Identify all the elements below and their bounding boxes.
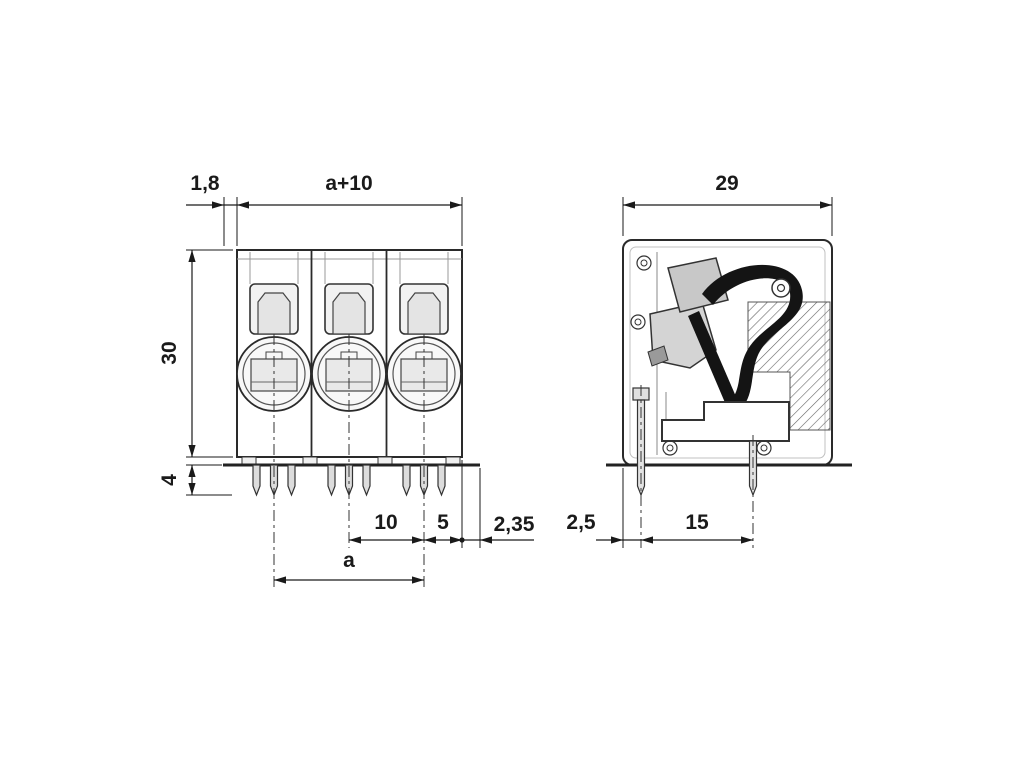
dim-label-pitch: 10 [374, 511, 397, 534]
lever-tab [647, 345, 669, 367]
dim-arrow [188, 445, 196, 457]
solder-pin [327, 464, 336, 497]
dim-label-offset-left: 1,8 [190, 172, 220, 195]
boss-circle-inner [666, 444, 674, 452]
clamp-spring-leg [688, 311, 737, 405]
dim-arrow [741, 536, 753, 544]
dim-label-pin-offset: 2,5 [566, 511, 596, 534]
dim-arrow [212, 201, 224, 209]
front-housing-outline [236, 249, 463, 458]
solder-pin [362, 464, 371, 497]
dim-label-width-total: a+10 [325, 172, 372, 195]
dim-arrow [450, 536, 462, 544]
dim-label-span: a [343, 549, 355, 572]
boss-circle-inner [640, 259, 648, 267]
side-view [606, 239, 852, 548]
dim-arrow [412, 576, 424, 584]
dim-arrow [274, 576, 286, 584]
pivot-circle-inner [776, 283, 786, 293]
dim-arrow [188, 465, 196, 477]
dim-arrow [237, 201, 249, 209]
boss-circle-inner [634, 318, 642, 326]
dim-label-height: 30 [158, 341, 181, 364]
busbar [661, 401, 790, 442]
dim-arrow [641, 536, 653, 544]
pole-3 [386, 252, 462, 412]
dim-arrow [349, 536, 361, 544]
dim-arrow [188, 483, 196, 495]
clamp-spring [702, 264, 803, 408]
solder-pin [636, 399, 646, 497]
dim-arrow [424, 536, 436, 544]
dim-reference-dot [459, 537, 465, 543]
dim-arrow [480, 536, 492, 544]
dim-arrow [820, 201, 832, 209]
pusher-inner [407, 292, 441, 335]
solder-pin [252, 464, 261, 497]
dim-label-pin-spacing: 15 [685, 511, 709, 534]
dim-label-edge-offset: 2,35 [494, 513, 535, 536]
solder-pin [437, 464, 446, 497]
front-view-dimensions: 1,8 a+10 30 4 10 5 2,35 a [158, 172, 535, 584]
dim-arrow [623, 201, 635, 209]
solder-pin [344, 464, 354, 497]
solder-pin [287, 464, 296, 497]
dim-arrow [188, 250, 196, 262]
dim-label-pin-length: 4 [158, 474, 181, 486]
pusher-inner [332, 292, 366, 335]
dim-label-depth: 29 [715, 172, 738, 195]
dim-arrow [450, 201, 462, 209]
solder-pin [419, 464, 429, 497]
solder-pin [269, 464, 279, 497]
side-view-dimensions: 29 2,5 15 [566, 172, 833, 548]
dim-arrow [611, 536, 623, 544]
dim-arrow [412, 536, 424, 544]
pusher-inner [257, 292, 291, 335]
solder-pin [402, 464, 411, 497]
front-view [223, 249, 480, 588]
dim-label-pitch-half: 5 [437, 511, 449, 534]
boss-circle-inner [760, 444, 768, 452]
